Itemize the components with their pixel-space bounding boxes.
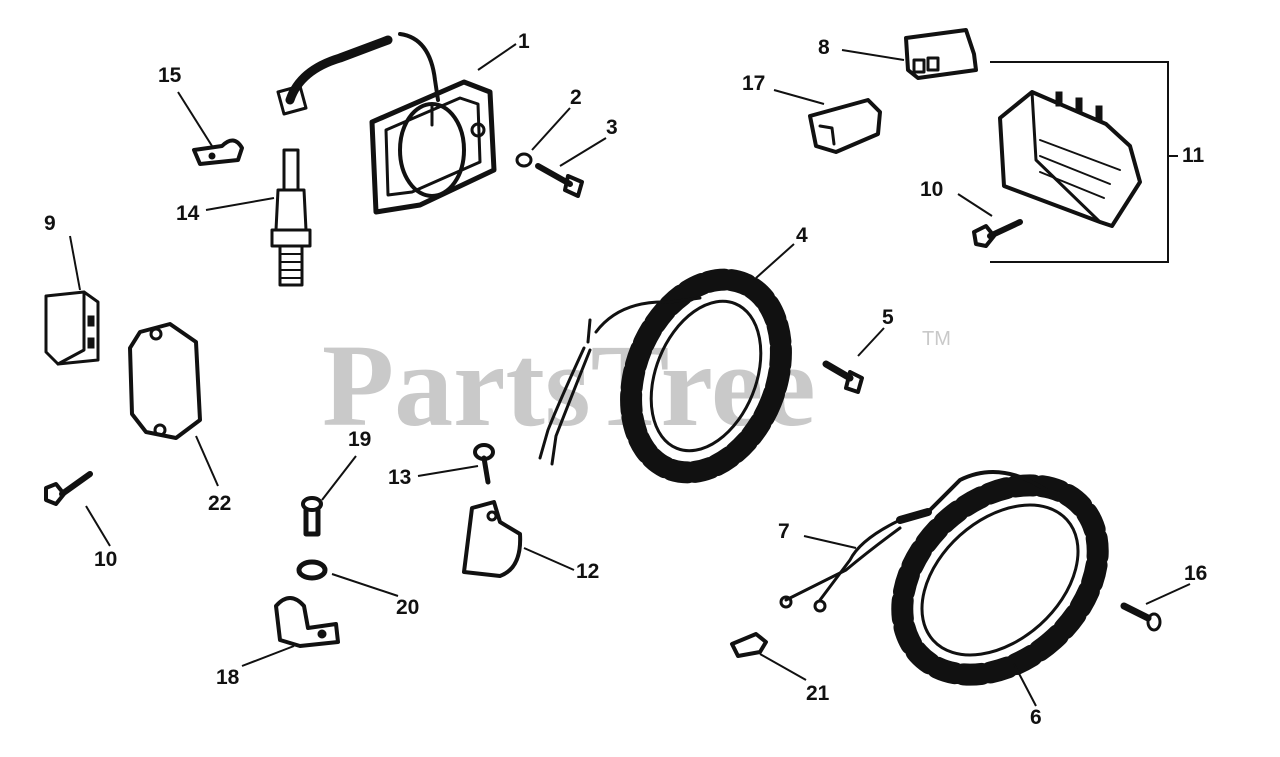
part-bolt-10-right[interactable] (972, 219, 1023, 248)
callout-19: 19 (348, 428, 371, 451)
callout-9: 9 (44, 212, 56, 235)
callout-3: 3 (606, 116, 618, 139)
watermark-trademark: TM (922, 328, 951, 350)
part-bracket-12[interactable] (462, 500, 523, 578)
part-connector-8[interactable] (904, 28, 978, 80)
callout-10-left: 10 (94, 548, 117, 571)
callout-2: 2 (570, 86, 582, 109)
part-screw-16[interactable] (1120, 602, 1162, 632)
part-bolt-5[interactable] (822, 360, 864, 394)
part-washer[interactable] (515, 152, 533, 168)
part-connector-17[interactable] (808, 98, 882, 154)
part-ignition-coil[interactable] (276, 32, 497, 215)
callout-22: 22 (208, 492, 231, 515)
part-harness-7[interactable] (779, 470, 1048, 613)
watermark-text: PartsTree (322, 320, 816, 451)
watermark: PartsTree TM (322, 320, 951, 451)
callout-16: 16 (1184, 562, 1207, 585)
callout-13: 13 (388, 466, 411, 489)
part-regulator-11[interactable] (990, 61, 1169, 263)
callout-18: 18 (216, 666, 240, 689)
callout-4: 4 (796, 224, 808, 247)
callout-7: 7 (778, 520, 790, 543)
part-stator-4[interactable] (538, 257, 808, 495)
callout-5: 5 (882, 306, 894, 329)
callout-6: 6 (1030, 706, 1042, 729)
part-screw-3[interactable] (535, 163, 584, 198)
part-bolt-10-left[interactable] (44, 471, 93, 506)
callout-14: 14 (176, 202, 200, 225)
part-clamp-18[interactable] (274, 596, 340, 648)
callout-21: 21 (806, 682, 830, 705)
part-clamp-15[interactable] (192, 138, 244, 166)
callout-10-right: 10 (920, 178, 943, 201)
callout-11: 11 (1182, 144, 1205, 167)
part-screw-19[interactable] (301, 496, 323, 537)
part-washer-20[interactable] (296, 559, 328, 581)
callout-12: 12 (576, 560, 599, 583)
callout-8: 8 (818, 36, 830, 59)
callout-20: 20 (396, 596, 419, 619)
part-module-22[interactable] (128, 322, 202, 440)
callout-17: 17 (742, 72, 765, 95)
callout-numbers: 1 2 3 4 5 6 7 8 9 10 10 11 12 13 14 15 1… (44, 30, 1207, 729)
callout-1: 1 (518, 30, 530, 53)
part-module-9[interactable] (44, 290, 100, 366)
leader-lines (69, 43, 1191, 707)
part-connector-21[interactable] (730, 632, 768, 658)
callout-15: 15 (158, 64, 182, 87)
part-stator-6[interactable] (865, 447, 1136, 713)
part-screw-13[interactable] (473, 443, 495, 485)
part-spark-plug[interactable] (270, 148, 312, 287)
